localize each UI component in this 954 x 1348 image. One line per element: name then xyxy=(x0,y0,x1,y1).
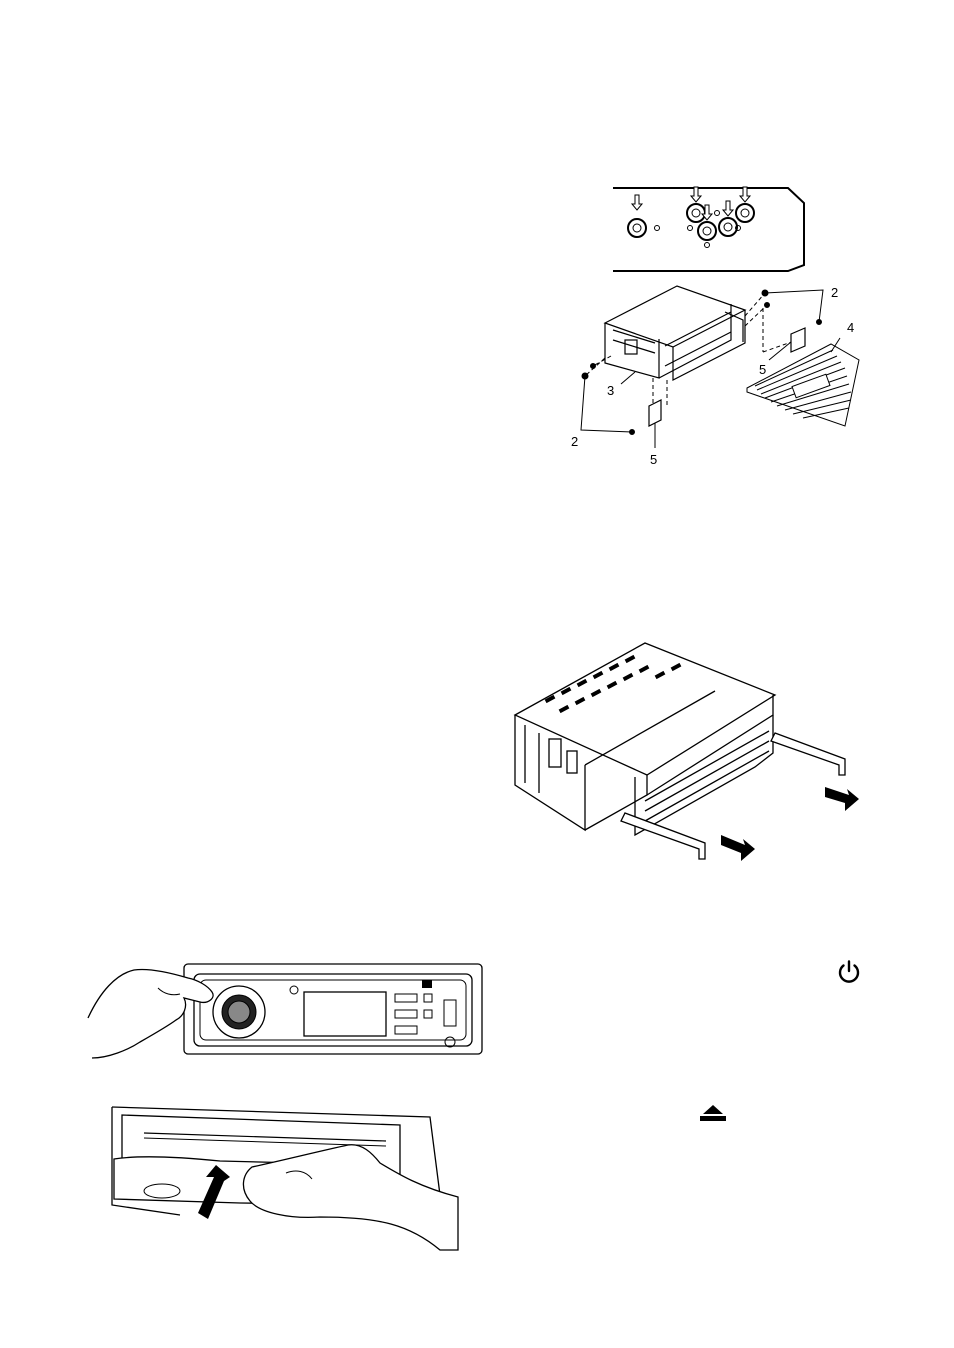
trim-frame xyxy=(747,344,859,426)
front-panel-remove-figure xyxy=(100,1105,465,1250)
screws xyxy=(582,290,822,435)
callout-bracket-left: 5 xyxy=(650,452,657,467)
head-unit-drawing xyxy=(605,286,745,380)
unit-removal-figure xyxy=(505,635,865,875)
vent-slots xyxy=(545,655,682,713)
hand-drawing xyxy=(243,1145,458,1250)
mounting-exploded-diagram: 2 4 5 3 2 5 xyxy=(565,280,865,470)
rear-panel-holes-figure xyxy=(610,185,810,275)
hole-group xyxy=(628,204,754,248)
eject-icon xyxy=(699,1103,727,1128)
callout-screw-left: 2 xyxy=(571,434,578,449)
power-icon xyxy=(836,959,862,990)
callout-bracket-right: 5 xyxy=(759,362,766,377)
callout-screw-top: 2 xyxy=(831,285,838,300)
callout-bracket-label: 3 xyxy=(607,383,614,398)
front-panel-release-figure xyxy=(88,962,488,1062)
callout-trim-frame: 4 xyxy=(847,320,854,335)
pull-arrows xyxy=(721,787,859,861)
hole-arrows xyxy=(632,187,750,220)
